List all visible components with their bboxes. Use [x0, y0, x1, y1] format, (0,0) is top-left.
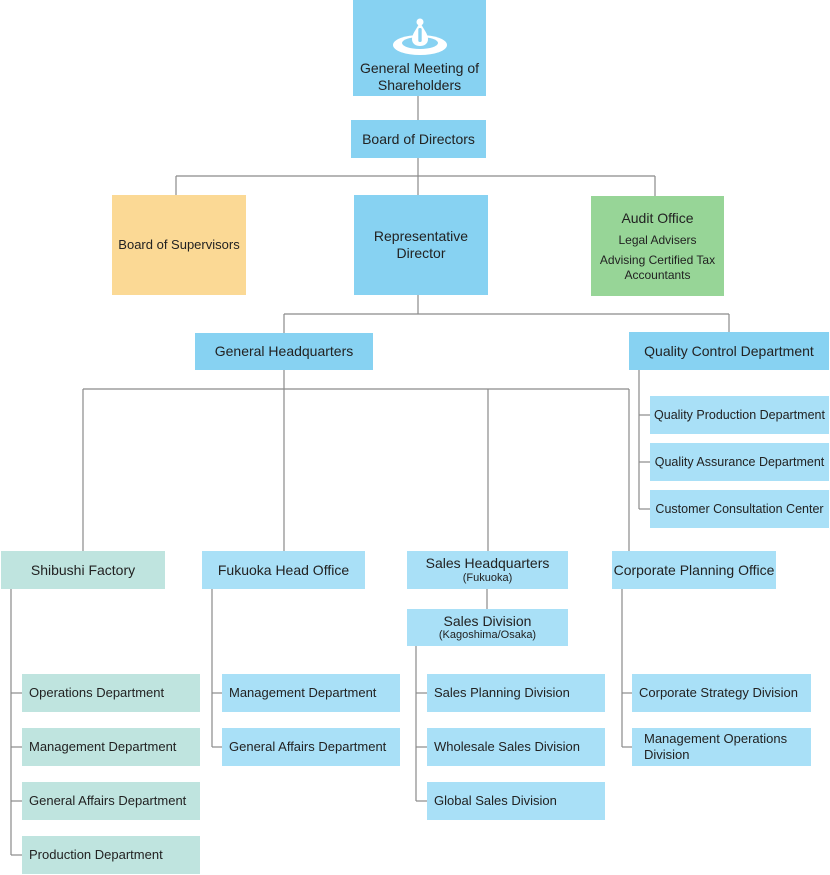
- legal-advisers-label: Legal Advisers: [618, 232, 697, 247]
- shibushi-factory-box: Shibushi Factory: [1, 551, 165, 589]
- fukuoka-head-office-label: Fukuoka Head Office: [217, 561, 350, 578]
- shareholders-box: General Meeting of Shareholders: [353, 0, 486, 96]
- representative-director-box: Representative Director: [354, 195, 488, 295]
- corporate-strategy-label: Corporate Strategy Division: [639, 685, 798, 701]
- management-operations-box: Management Operations Division: [632, 728, 811, 766]
- water-drop-icon: [392, 18, 447, 56]
- board-of-directors-label: Board of Directors: [362, 130, 475, 147]
- global-sales-label: Global Sales Division: [434, 793, 557, 809]
- shibushi-operations-box: Operations Department: [22, 674, 200, 712]
- fukuoka-general-affairs-label: General Affairs Department: [229, 739, 387, 755]
- fukuoka-management-box: Management Department: [222, 674, 400, 712]
- quality-production-box: Quality Production Department: [650, 396, 829, 434]
- shareholders-label-1: General Meeting of: [359, 60, 480, 77]
- quality-assurance-box: Quality Assurance Department: [650, 443, 829, 481]
- board-of-supervisors-box: Board of Supervisors: [112, 195, 246, 295]
- wholesale-sales-box: Wholesale Sales Division: [427, 728, 605, 766]
- quality-production-label: Quality Production Department: [654, 407, 825, 422]
- fukuoka-head-office-box: Fukuoka Head Office: [202, 551, 365, 589]
- customer-consultation-label: Customer Consultation Center: [655, 501, 824, 516]
- shibushi-production-label: Production Department: [29, 847, 163, 863]
- shibushi-operations-label: Operations Department: [29, 685, 165, 701]
- quality-control-box: Quality Control Department: [629, 332, 829, 370]
- board-of-supervisors-label: Board of Supervisors: [118, 237, 240, 253]
- shibushi-management-label: Management Department: [29, 739, 177, 755]
- fukuoka-general-affairs-box: General Affairs Department: [222, 728, 400, 766]
- sales-planning-label: Sales Planning Division: [434, 685, 570, 701]
- general-headquarters-label: General Headquarters: [214, 343, 354, 360]
- representative-director-label-1: Representative: [373, 228, 469, 245]
- corporate-planning-box: Corporate Planning Office: [612, 551, 776, 589]
- quality-control-label: Quality Control Department: [644, 342, 814, 359]
- sales-division-sub: (Kagoshima/Osaka): [438, 629, 537, 642]
- corporate-strategy-box: Corporate Strategy Division: [632, 674, 811, 712]
- sales-headquarters-label: Sales Headquarters: [425, 555, 550, 571]
- customer-consultation-box: Customer Consultation Center: [650, 490, 829, 528]
- management-operations-label-2: Division: [644, 747, 690, 762]
- tax-accountants-label-2: Accountants: [624, 267, 691, 282]
- audit-office-box: Audit Office Legal Advisers Advising Cer…: [591, 196, 724, 296]
- sales-headquarters-sub: (Fukuoka): [462, 571, 513, 584]
- sales-division-box: Sales Division (Kagoshima/Osaka): [407, 609, 568, 646]
- representative-director-label-2: Director: [396, 245, 446, 261]
- shibushi-general-affairs-box: General Affairs Department: [22, 782, 200, 820]
- corporate-planning-label: Corporate Planning Office: [613, 561, 775, 578]
- board-of-directors-box: Board of Directors: [351, 120, 486, 158]
- sales-headquarters-box: Sales Headquarters (Fukuoka): [407, 551, 568, 589]
- shibushi-management-box: Management Department: [22, 728, 200, 766]
- management-operations-label-1: Management Operations: [644, 731, 788, 747]
- shibushi-factory-label: Shibushi Factory: [30, 561, 136, 578]
- fukuoka-management-label: Management Department: [229, 685, 377, 701]
- quality-assurance-label: Quality Assurance Department: [654, 454, 825, 469]
- wholesale-sales-label: Wholesale Sales Division: [434, 739, 580, 755]
- tax-accountants-label-1: Advising Certified Tax: [599, 253, 716, 268]
- shibushi-general-affairs-label: General Affairs Department: [29, 793, 187, 809]
- general-headquarters-box: General Headquarters: [195, 333, 373, 370]
- shareholders-label-2: Shareholders: [377, 77, 462, 94]
- audit-office-title: Audit Office: [621, 210, 694, 227]
- global-sales-box: Global Sales Division: [427, 782, 605, 820]
- sales-division-label: Sales Division: [443, 612, 532, 629]
- shibushi-production-box: Production Department: [22, 836, 200, 874]
- sales-planning-box: Sales Planning Division: [427, 674, 605, 712]
